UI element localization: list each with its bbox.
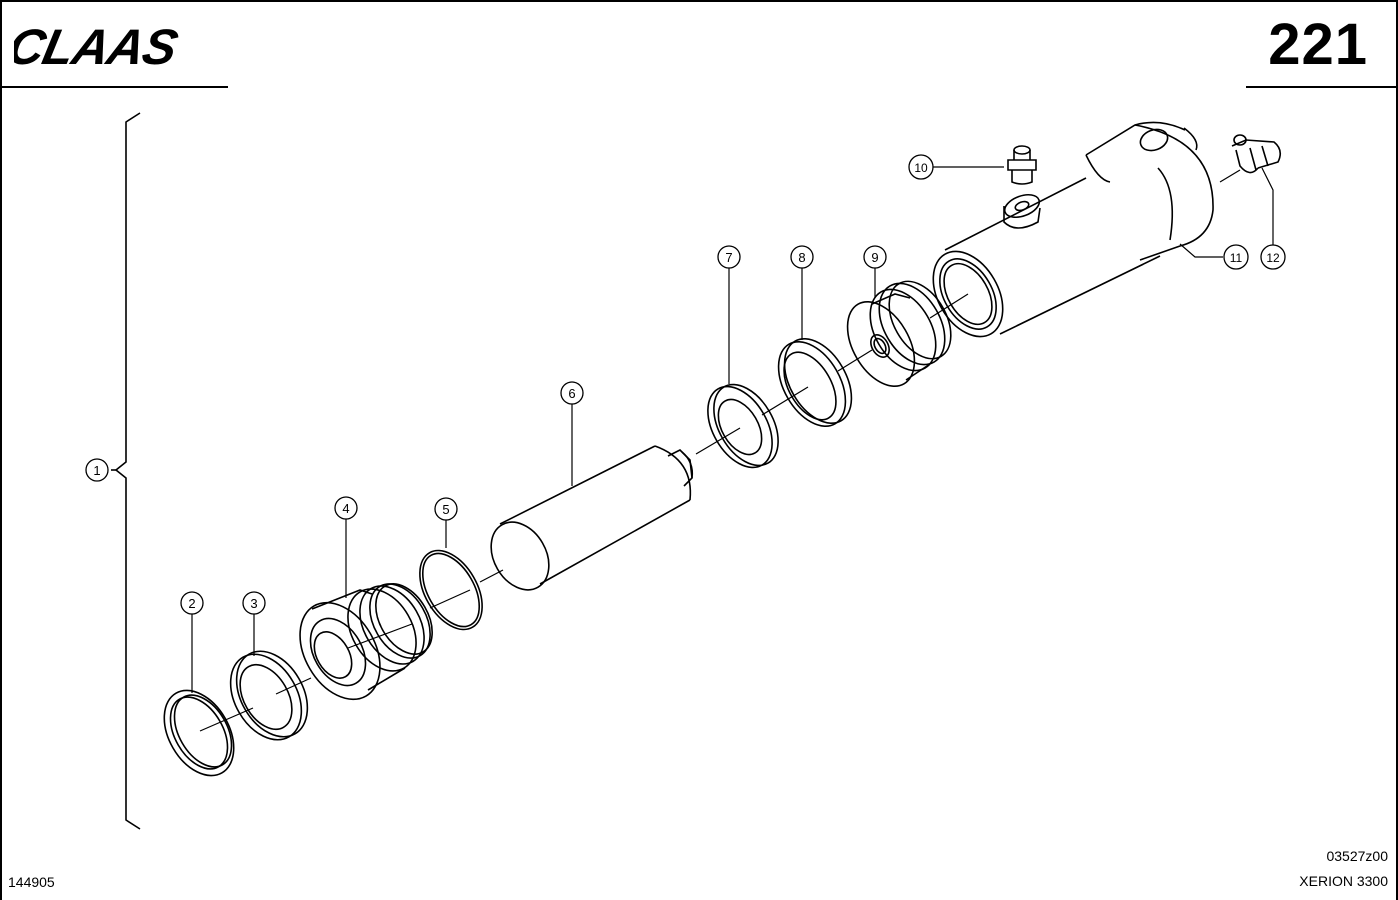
- catalog-code: 144905: [8, 874, 55, 890]
- callout-5: 5: [434, 497, 458, 521]
- callout-3: 3: [242, 591, 266, 615]
- callout-4: 4: [334, 496, 358, 520]
- assembly-bracket: [111, 112, 141, 830]
- svg-text:3: 3: [250, 596, 257, 611]
- svg-text:5: 5: [442, 502, 449, 517]
- part-6-piston-rod: [490, 445, 694, 591]
- claas-logo: CLAAS: [14, 22, 183, 70]
- part-5-o-ring: [419, 549, 483, 631]
- callout-11: 11: [1223, 244, 1249, 270]
- brand-wordmark: CLAAS: [14, 22, 183, 70]
- svg-text:2: 2: [188, 596, 195, 611]
- header-rule-left: [0, 86, 228, 88]
- svg-text:1: 1: [93, 463, 100, 478]
- leader-lines: [191, 166, 1274, 693]
- part-4-gland: [299, 583, 433, 701]
- right-border: [1396, 0, 1398, 900]
- svg-text:4: 4: [342, 501, 349, 516]
- machine-model: XERION 3300: [1299, 873, 1388, 889]
- left-border: [0, 0, 2, 900]
- callout-12: 12: [1260, 244, 1286, 270]
- svg-text:6: 6: [568, 386, 575, 401]
- part-10-fitting: [1007, 145, 1037, 185]
- svg-text:10: 10: [914, 161, 928, 175]
- callouts: 1 2 3 4 5 6 7: [85, 154, 1286, 615]
- callout-7: 7: [717, 245, 741, 269]
- top-border: [0, 0, 1398, 2]
- header-rule-right: [1246, 86, 1398, 88]
- drawing-number: 03527z00: [1326, 848, 1388, 864]
- svg-text:9: 9: [871, 250, 878, 265]
- callout-9: 9: [863, 245, 887, 269]
- part-11-cylinder-tube: [932, 121, 1214, 338]
- part-7-ring: [707, 383, 779, 469]
- center-axis-dashes: [199, 169, 1241, 732]
- svg-text:12: 12: [1266, 251, 1280, 265]
- callout-8: 8: [790, 245, 814, 269]
- part-12-fitting: [1231, 134, 1282, 174]
- callout-2: 2: [180, 591, 204, 615]
- svg-text:8: 8: [798, 250, 805, 265]
- part-2-snap-ring: [163, 689, 235, 777]
- callout-10: 10: [908, 154, 934, 180]
- part-3-wiper-ring: [229, 650, 309, 741]
- callout-6: 6: [560, 381, 584, 405]
- page-number: 221: [1268, 12, 1368, 77]
- callout-1: 1: [85, 458, 109, 482]
- svg-text:7: 7: [725, 250, 732, 265]
- part-9-piston: [846, 280, 952, 388]
- svg-text:11: 11: [1230, 251, 1243, 265]
